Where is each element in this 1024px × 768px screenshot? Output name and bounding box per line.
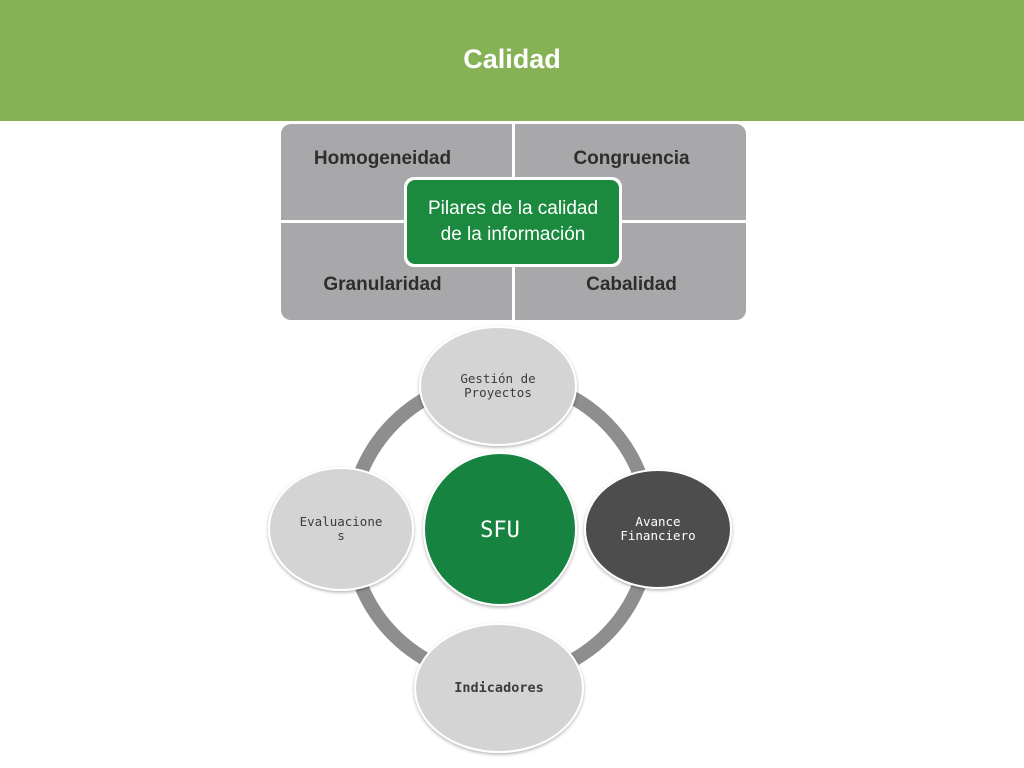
node-evaluaciones-line2: s (337, 528, 345, 543)
pillar-cabalidad-label: Cabalidad (586, 274, 677, 295)
pillars-center-line2: de la información (440, 224, 586, 245)
pillars-diagram: Homogeneidad Congruencia Granularidad Ca… (281, 124, 746, 320)
node-sfu-label: SFU (480, 518, 520, 543)
header-bar: Calidad (0, 0, 1024, 121)
pillar-granularidad-label: Granularidad (323, 274, 442, 295)
pillars-center-box: Pilares de la calidad de la información (404, 177, 622, 267)
pillars-center-line1: Pilares de la calidad (427, 198, 599, 220)
node-gestion-line2: Proyectos (464, 385, 532, 400)
node-indicadores-label: Indicadores (454, 680, 543, 696)
node-indicadores: Indicadores (414, 623, 584, 753)
node-gestion-proyectos: Gestión de Proyectos (419, 326, 577, 446)
pillars-center-label: Pilares de la calidad de la información (407, 180, 619, 264)
node-gestion-line1: Gestión de (460, 371, 535, 386)
node-avance-financiero: Avance Financiero (584, 469, 732, 589)
node-evaluaciones: Evaluacione s (268, 467, 414, 591)
node-sfu-center: SFU (423, 452, 577, 606)
node-evaluaciones-line1: Evaluacione (300, 514, 383, 529)
page-title: Calidad (463, 44, 561, 74)
pillar-homogeneidad-label: Homogeneidad (313, 148, 452, 169)
node-avance-line1: Avance (635, 514, 680, 529)
node-avance-line2: Financiero (620, 528, 695, 543)
pillar-congruencia-label: Congruencia (573, 148, 690, 169)
